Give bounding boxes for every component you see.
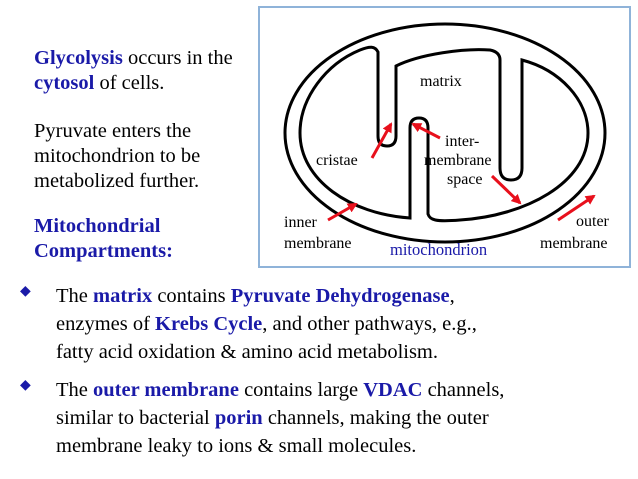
outer-membrane-shape — [283, 22, 607, 244]
term-glycolysis: Glycolysis — [34, 47, 123, 69]
term-cytosol: cytosol — [34, 72, 95, 94]
bullet-line: The outer membrane contains large VDAC c… — [56, 376, 616, 404]
bullet-line: enzymes of Krebs Cycle, and other pathwa… — [56, 310, 616, 338]
section-heading: Mitochondrial Compartments: — [34, 215, 173, 262]
text: contains — [152, 285, 231, 307]
label-cristae: cristae — [316, 152, 358, 169]
bullet-text: The outer membrane contains large VDAC c… — [56, 376, 616, 460]
label-mitochondrion: mitochondrion — [390, 240, 487, 259]
bullet-line: fatty acid oxidation & amino acid metabo… — [56, 341, 439, 363]
bullet-line: similar to bacterial porin channels, mak… — [56, 404, 616, 432]
intro-text: occurs in the — [122, 47, 233, 69]
term-matrix: matrix — [93, 285, 153, 307]
term-vdac: VDAC — [363, 379, 423, 401]
intro-text: of cells. — [94, 72, 165, 94]
label-inner1: inner — [284, 214, 318, 231]
intro-pyruvate: Pyruvate enters the mitochondrion to be … — [34, 120, 201, 192]
diamond-bullet-icon: ◆ — [20, 284, 31, 299]
text: channels, — [422, 379, 505, 401]
text: , and other pathways, e.g., — [262, 313, 477, 335]
diamond-bullet-icon: ◆ — [20, 378, 31, 393]
arrow-intermembrane-space — [490, 174, 522, 205]
label-inter2: membrane — [424, 152, 492, 169]
term-outer-membrane: outer membrane — [93, 379, 239, 401]
mitochondrion-svg: matrix cristae inter- membrane space inn… — [283, 22, 610, 259]
arrow-intermembrane — [411, 122, 441, 140]
text: The — [56, 285, 93, 307]
term-krebs-cycle: Krebs Cycle — [155, 313, 263, 335]
text: , — [449, 285, 455, 307]
intro-glycolysis: Glycolysis occurs in the cytosol of cell… — [34, 46, 264, 96]
arrow-inner-membrane — [327, 202, 358, 222]
text: similar to bacterial — [56, 407, 215, 429]
label-inner2: membrane — [284, 235, 352, 252]
term-pyruvate-dehydrogenase: Pyruvate Dehydrogenase — [230, 285, 450, 307]
label-inter1: inter- — [445, 133, 479, 150]
mitochondrion-diagram: matrix cristae inter- membrane space inn… — [258, 6, 631, 268]
bullet-line: membrane leaky to ions & small molecules… — [56, 435, 417, 457]
text: contains large — [238, 379, 364, 401]
text: enzymes of — [56, 313, 156, 335]
bullet-text: The matrix contains Pyruvate Dehydrogena… — [56, 282, 616, 366]
text: The — [56, 379, 93, 401]
term-porin: porin — [214, 407, 263, 429]
arrow-outer-membrane — [557, 194, 596, 222]
bullet-line: The matrix contains Pyruvate Dehydrogena… — [56, 282, 616, 310]
label-outer1: outer — [576, 213, 610, 230]
label-inter3: space — [447, 171, 483, 188]
label-matrix: matrix — [420, 73, 462, 90]
text: channels, making the outer — [262, 407, 489, 429]
inner-membrane-shape — [298, 45, 590, 223]
label-outer2: membrane — [540, 235, 608, 252]
arrow-cristae — [370, 122, 393, 159]
